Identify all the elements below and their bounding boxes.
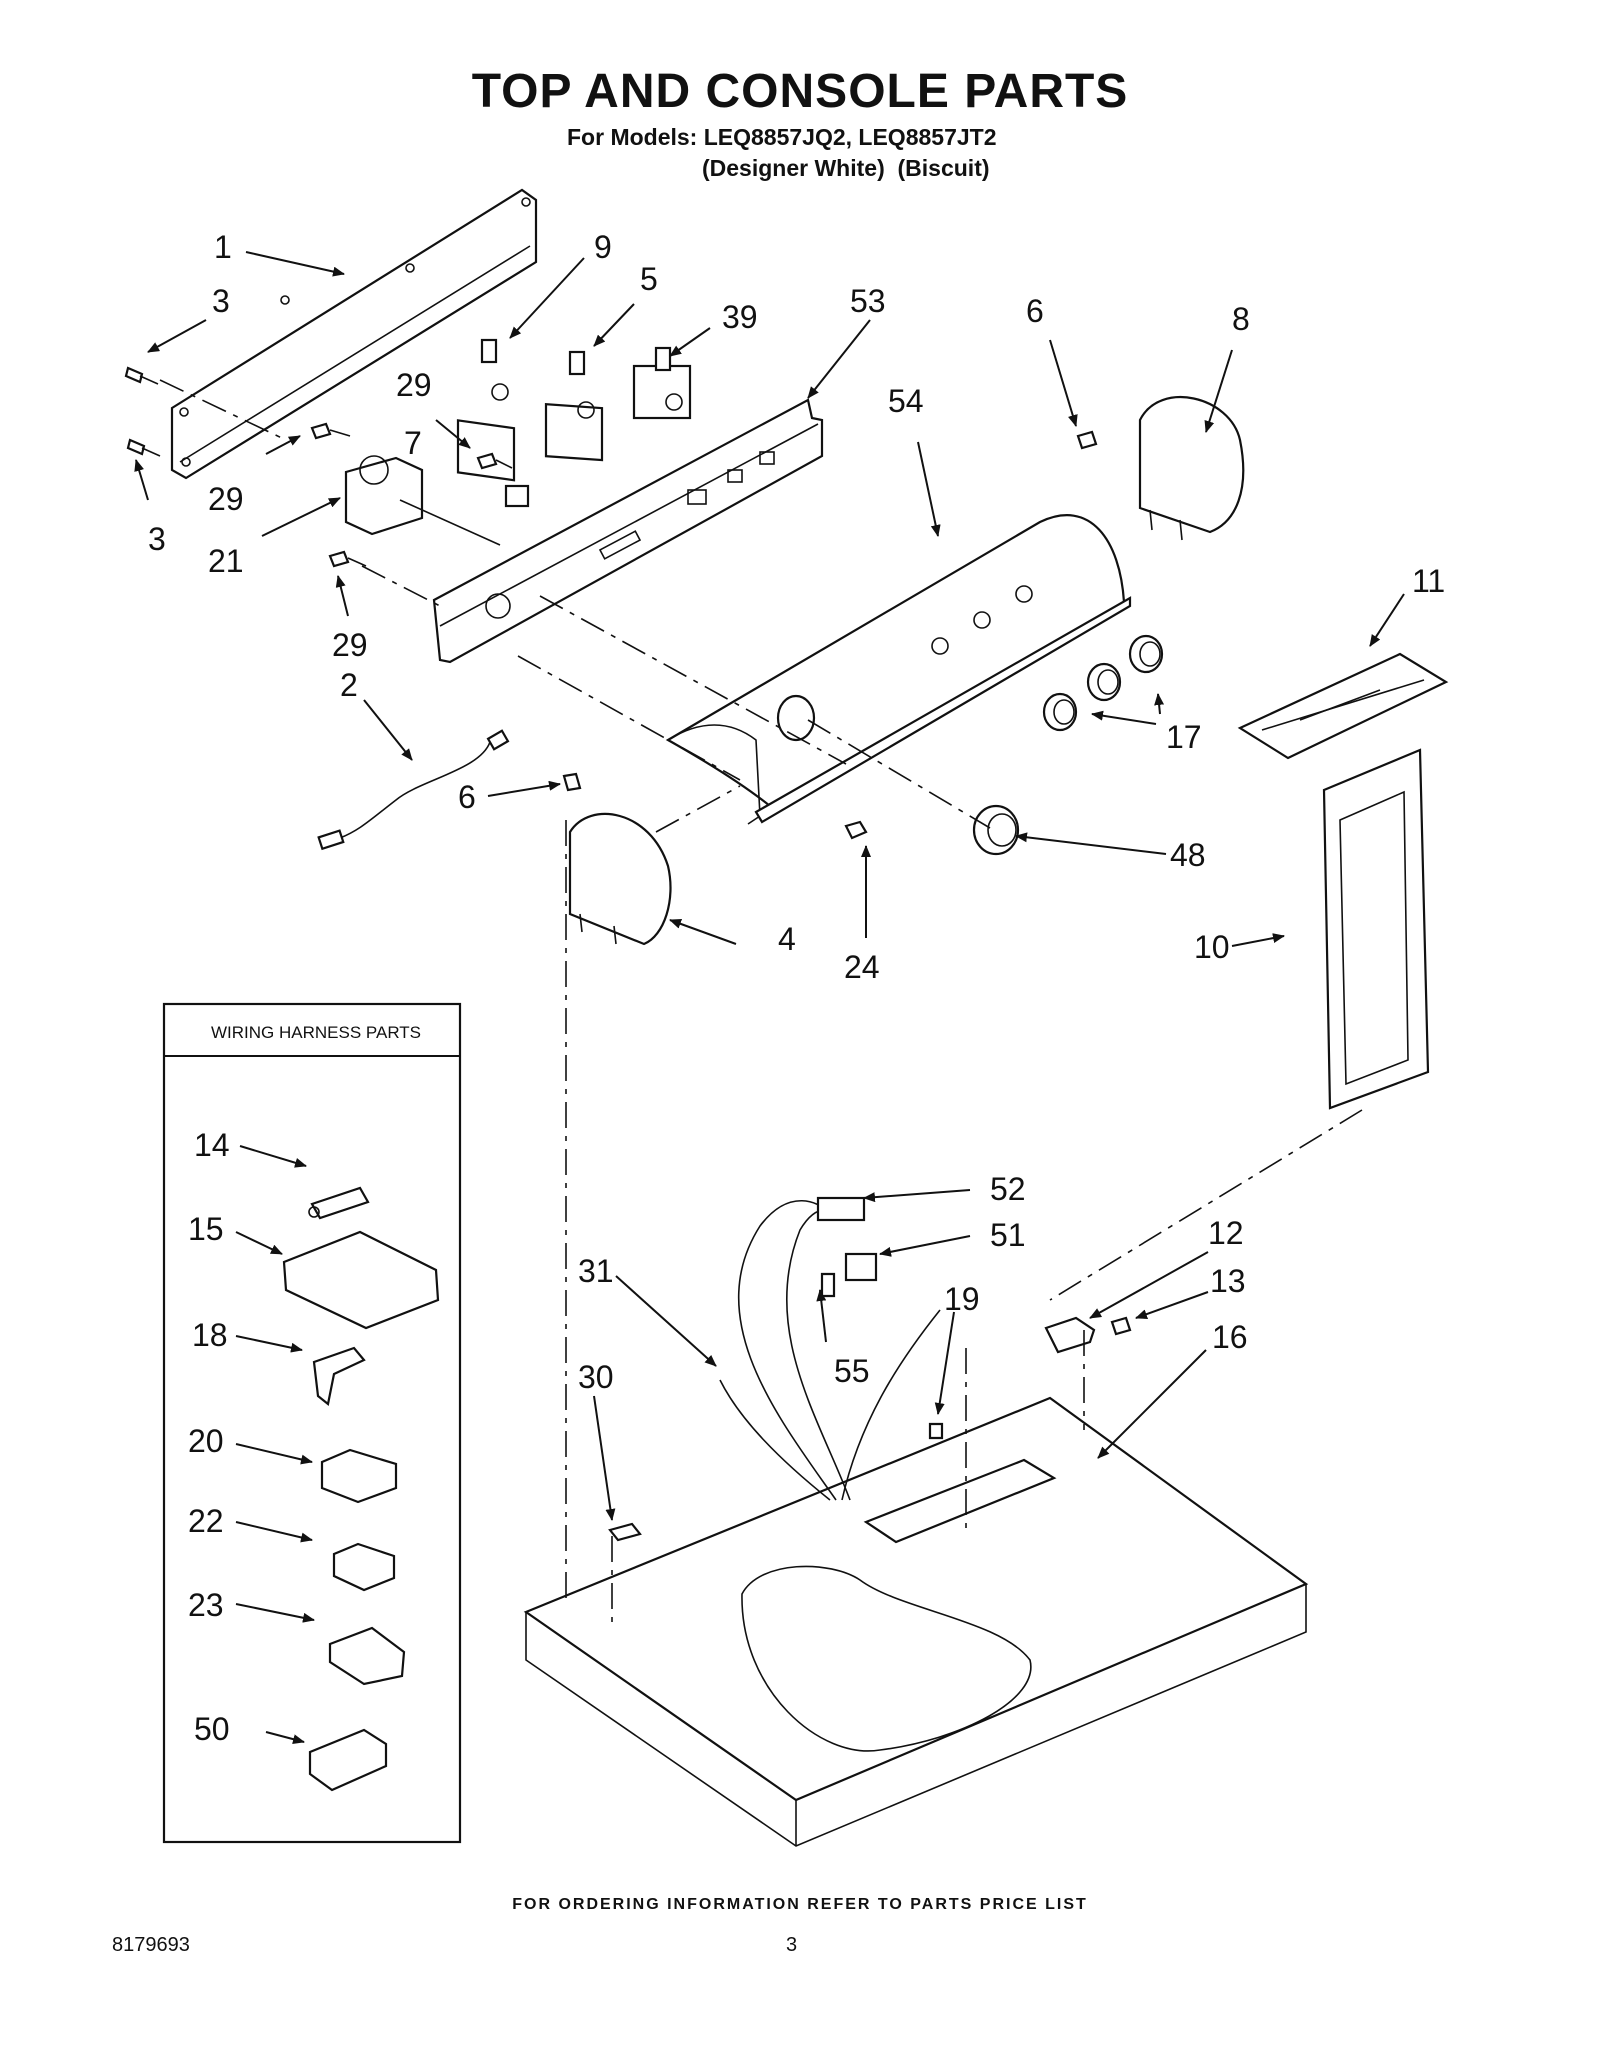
callout-31: 31 — [578, 1253, 614, 1289]
knob-part-17c — [1128, 634, 1164, 674]
console-panel-part-54 — [665, 514, 1132, 825]
lint-screen-part-11 — [1237, 652, 1449, 760]
knob-part-48 — [972, 804, 1020, 856]
variants-line: (Designer White) (Biscuit) — [702, 155, 990, 181]
end-cap-part-4 — [568, 812, 672, 946]
callout-30: 30 — [578, 1359, 614, 1395]
lint-housing-part-10 — [1322, 748, 1430, 1110]
callout-50: 50 — [194, 1711, 230, 1747]
ordering-note: FOR ORDERING INFORMATION REFER TO PARTS … — [512, 1896, 1088, 1913]
callout-17: 17 — [1166, 719, 1202, 755]
callout-29c: 29 — [332, 627, 368, 663]
callout-7: 7 — [404, 425, 422, 461]
wire-harness-part-31 — [719, 1196, 941, 1501]
clip-part-30 — [608, 1522, 642, 1542]
callout-3a: 3 — [212, 283, 230, 319]
callout-51: 51 — [990, 1217, 1026, 1253]
callout-54: 54 — [888, 383, 924, 419]
callout-19: 19 — [944, 1281, 980, 1317]
screw-part-13 — [1110, 1316, 1132, 1336]
clip-part-7 — [504, 484, 530, 508]
callout-5: 5 — [640, 261, 658, 297]
connector-part-50 — [308, 1728, 388, 1792]
switch-part-39 — [632, 346, 692, 420]
alignment-lines — [159, 379, 1363, 1628]
knob-part-17a — [1042, 692, 1078, 732]
callout-52: 52 — [990, 1171, 1026, 1207]
screw-part-29b — [476, 452, 513, 470]
screw-part-6a — [1076, 430, 1098, 450]
callout-22: 22 — [188, 1503, 224, 1539]
callout-14: 14 — [194, 1127, 230, 1163]
connector-part-23 — [328, 1626, 406, 1686]
callout-4: 4 — [778, 921, 796, 957]
switch-part-5 — [544, 350, 604, 462]
callout-6b: 6 — [458, 779, 476, 815]
screw-part-3b — [126, 438, 161, 457]
screw-part-19 — [928, 1422, 944, 1440]
document-number: 8179693 — [112, 1934, 190, 1956]
callout-55: 55 — [834, 1353, 870, 1389]
callout-23: 23 — [188, 1587, 224, 1623]
timer-part-21 — [344, 455, 501, 546]
callout-18: 18 — [192, 1317, 228, 1353]
callout-numbers: 1 3 3 9 5 39 53 6 8 29 7 29 21 54 11 29 … — [148, 229, 1445, 1747]
terminal-part-14 — [308, 1186, 370, 1220]
callout-10: 10 — [1194, 929, 1230, 965]
screw-part-3a — [124, 366, 159, 385]
wiring-box-title: WIRING HARNESS PARTS — [211, 1023, 421, 1042]
console-bracket-part-53 — [432, 398, 824, 664]
callout-39: 39 — [722, 299, 758, 335]
callout-29b: 29 — [208, 481, 244, 517]
page-title: TOP AND CONSOLE PARTS — [471, 65, 1129, 118]
callout-21: 21 — [208, 543, 244, 579]
callout-29a: 29 — [396, 367, 432, 403]
knob-part-17b — [1086, 662, 1122, 702]
screw-part-24 — [844, 820, 868, 840]
rear-bracket-part — [170, 188, 538, 480]
screw-part-6b — [562, 772, 582, 792]
callout-15: 15 — [188, 1211, 224, 1247]
page-number: 3 — [786, 1934, 798, 1956]
callout-13: 13 — [1210, 1263, 1246, 1299]
callout-9: 9 — [594, 229, 612, 265]
connector-part-22 — [332, 1542, 396, 1592]
callout-6a: 6 — [1026, 293, 1044, 329]
callout-3b: 3 — [148, 521, 166, 557]
wiring-harness-box: WIRING HARNESS PARTS — [162, 1002, 462, 1844]
models-line: For Models: LEQ8857JQ2, LEQ8857JT2 — [567, 124, 997, 150]
wire-part-2 — [317, 729, 510, 851]
leader-arrows — [134, 251, 1405, 1745]
callout-12: 12 — [1208, 1215, 1244, 1251]
callout-1: 1 — [214, 229, 232, 265]
callout-8: 8 — [1232, 301, 1250, 337]
callout-24: 24 — [844, 949, 880, 985]
clip-part-18 — [312, 1346, 366, 1406]
callout-20: 20 — [188, 1423, 224, 1459]
callout-53: 53 — [850, 283, 886, 319]
end-cap-part-8 — [1138, 396, 1245, 541]
connector-part-20 — [320, 1448, 398, 1504]
callout-11: 11 — [1412, 563, 1445, 599]
screw-part-55 — [820, 1272, 836, 1298]
switch-part-9 — [456, 338, 516, 482]
clip-part-12 — [1044, 1316, 1096, 1354]
callout-2: 2 — [340, 667, 358, 703]
callout-16: 16 — [1212, 1319, 1248, 1355]
screw-part-29a — [310, 422, 351, 440]
screw-part-29c — [328, 550, 367, 568]
connector-part-15 — [282, 1230, 440, 1330]
callout-48: 48 — [1170, 837, 1206, 873]
cabinet-top-part-16 — [523, 1396, 1309, 1847]
